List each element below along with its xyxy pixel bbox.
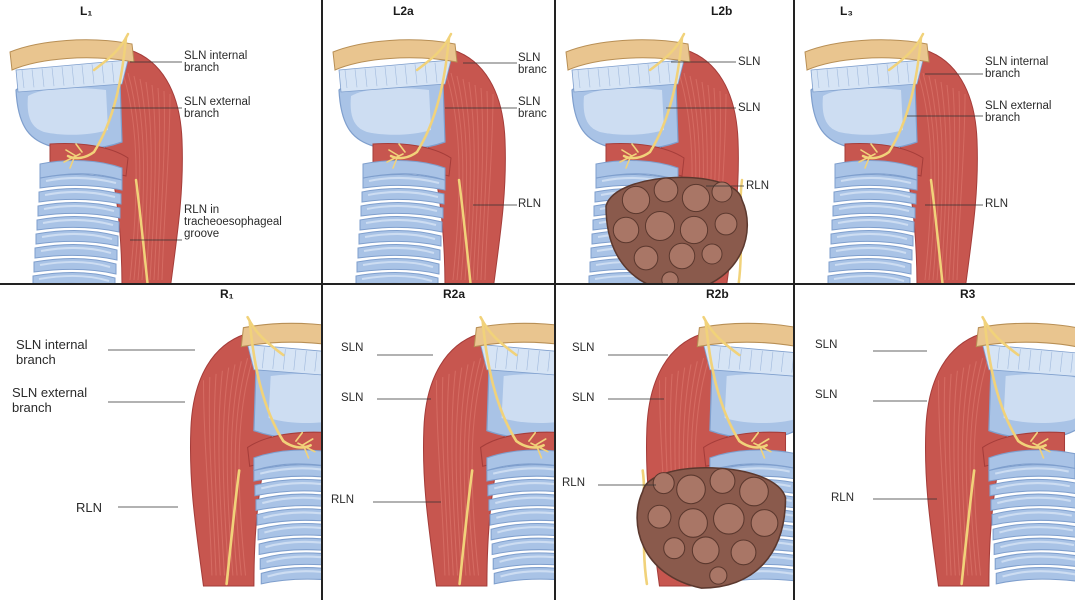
- tumor-lobule: [653, 473, 674, 494]
- tumor-lobule: [702, 244, 722, 264]
- thyroid-cartilage-highlight: [584, 88, 664, 135]
- anatomy-illustration: [0, 285, 321, 600]
- tumor-lobule: [662, 272, 678, 283]
- panel-divider-horizontal: [0, 283, 1075, 285]
- panel-title: R2b: [706, 287, 729, 301]
- label-sln-internal: SLN internal branch: [184, 50, 247, 74]
- tumor-lobule: [714, 504, 745, 535]
- panel-divider-vertical: [554, 283, 556, 600]
- thyroid-cartilage-highlight: [823, 88, 903, 135]
- anatomy-group: [805, 34, 977, 283]
- tumor-lobule: [680, 216, 707, 243]
- tumor-lobule: [731, 540, 756, 565]
- panel-r1: R₁ SLN internal branchSLN external branch…: [0, 285, 321, 600]
- panel-divider-vertical: [321, 283, 323, 600]
- tumor-lobule: [710, 567, 727, 584]
- thyroid-cartilage-highlight: [1004, 374, 1075, 423]
- anatomy-group: [190, 317, 321, 586]
- anatomy-group: [10, 34, 182, 283]
- anatomy-illustration: [556, 285, 793, 600]
- anatomy-illustration: [0, 0, 321, 283]
- anatomy-illustration: [323, 0, 554, 283]
- tumor-lobule: [648, 505, 671, 528]
- panel-r2a: R2aSLN SLN RLN: [323, 285, 554, 600]
- panel-divider-vertical: [793, 0, 795, 283]
- thyroid-cartilage-highlight: [351, 88, 431, 135]
- panel-l2b: L2bSLN SLN RLN: [556, 0, 793, 283]
- label-sln-internal: SLN: [341, 342, 363, 354]
- tumor-lobule: [645, 211, 674, 240]
- tumor-lobule: [679, 509, 708, 538]
- panel-l1: L₁ SLN internal branchSLN external branch…: [0, 0, 321, 283]
- tumor-lobule: [654, 178, 678, 202]
- label-sln-external: SLN: [815, 389, 837, 401]
- panel-title: L₁: [80, 4, 92, 18]
- thyroid-cartilage-highlight: [28, 88, 108, 135]
- tumor-lobule: [710, 469, 735, 494]
- label-sln-external: SLN: [341, 392, 363, 404]
- anatomy-group: [566, 34, 747, 283]
- label-rln: RLN: [331, 494, 354, 506]
- panel-r2b: R2bSLN SLN RLN: [556, 285, 793, 600]
- label-rln: RLN: [562, 477, 585, 489]
- label-rln: RLN: [746, 180, 769, 192]
- label-sln-internal: SLN internal branch: [16, 337, 88, 367]
- anatomy-illustration: [795, 285, 1075, 600]
- tumor-lobule: [613, 217, 638, 242]
- panel-l2a: L2aSLN brancSLN brancRLN: [323, 0, 554, 283]
- panel-divider-vertical: [793, 283, 795, 600]
- panel-title: R₁: [220, 287, 234, 301]
- tumor-lobule: [682, 184, 709, 211]
- label-sln-external: SLN: [738, 102, 760, 114]
- label-sln-internal: SLN branc: [518, 52, 547, 76]
- label-sln-internal: SLN internal branch: [985, 56, 1048, 80]
- label-sln-external: SLN external branch: [985, 100, 1051, 124]
- label-sln-internal: SLN: [572, 342, 594, 354]
- tumor-lobule: [664, 538, 685, 559]
- panel-title: L₃: [840, 4, 853, 18]
- label-sln-internal: SLN: [738, 56, 760, 68]
- label-sln-external: SLN: [572, 392, 594, 404]
- tumor-lobule: [712, 182, 732, 202]
- panel-l3: L₃ SLN internal branchSLN external branch…: [795, 0, 1075, 283]
- anatomy-group: [333, 34, 505, 283]
- label-sln-external: SLN external branch: [184, 96, 250, 120]
- label-rln: RLN: [518, 198, 541, 210]
- anatomy-illustration: [556, 0, 793, 283]
- anatomy-group: [925, 317, 1075, 586]
- thyroid-cartilage-highlight: [269, 374, 321, 423]
- tumor-lobule: [634, 246, 658, 270]
- label-sln-external: SLN external branch: [12, 385, 87, 415]
- label-sln-external: SLN branc: [518, 96, 547, 120]
- tumor-lobule: [677, 475, 706, 504]
- anatomy-group: [637, 317, 793, 588]
- tumor-lobule: [692, 537, 719, 564]
- anatomy-illustration: [323, 285, 554, 600]
- label-rln: RLN: [76, 500, 102, 515]
- panel-title: L2b: [711, 4, 732, 18]
- label-rln: RLN: [831, 492, 854, 504]
- label-sln-internal: SLN: [815, 339, 837, 351]
- anatomy-group: [423, 317, 554, 586]
- anatomy-illustration: [795, 0, 1075, 283]
- panel-divider-vertical: [321, 0, 323, 283]
- panel-r3: R3SLN SLN RLN: [795, 285, 1075, 600]
- thyroid-cartilage-highlight: [725, 374, 793, 423]
- tumor-lobule: [669, 243, 694, 268]
- thyroid-cartilage-highlight: [502, 374, 554, 423]
- label-rln: RLN in tracheoesophageal groove: [184, 204, 282, 240]
- panel-divider-vertical: [554, 0, 556, 283]
- tumor-lobule: [751, 510, 778, 537]
- tumor-lobule: [622, 186, 649, 213]
- panel-title: R2a: [443, 287, 465, 301]
- label-rln: RLN: [985, 198, 1008, 210]
- panel-title: R3: [960, 287, 975, 301]
- tumor-lobule: [715, 213, 737, 235]
- tumor-lobule: [740, 477, 769, 506]
- panel-title: L2a: [393, 4, 414, 18]
